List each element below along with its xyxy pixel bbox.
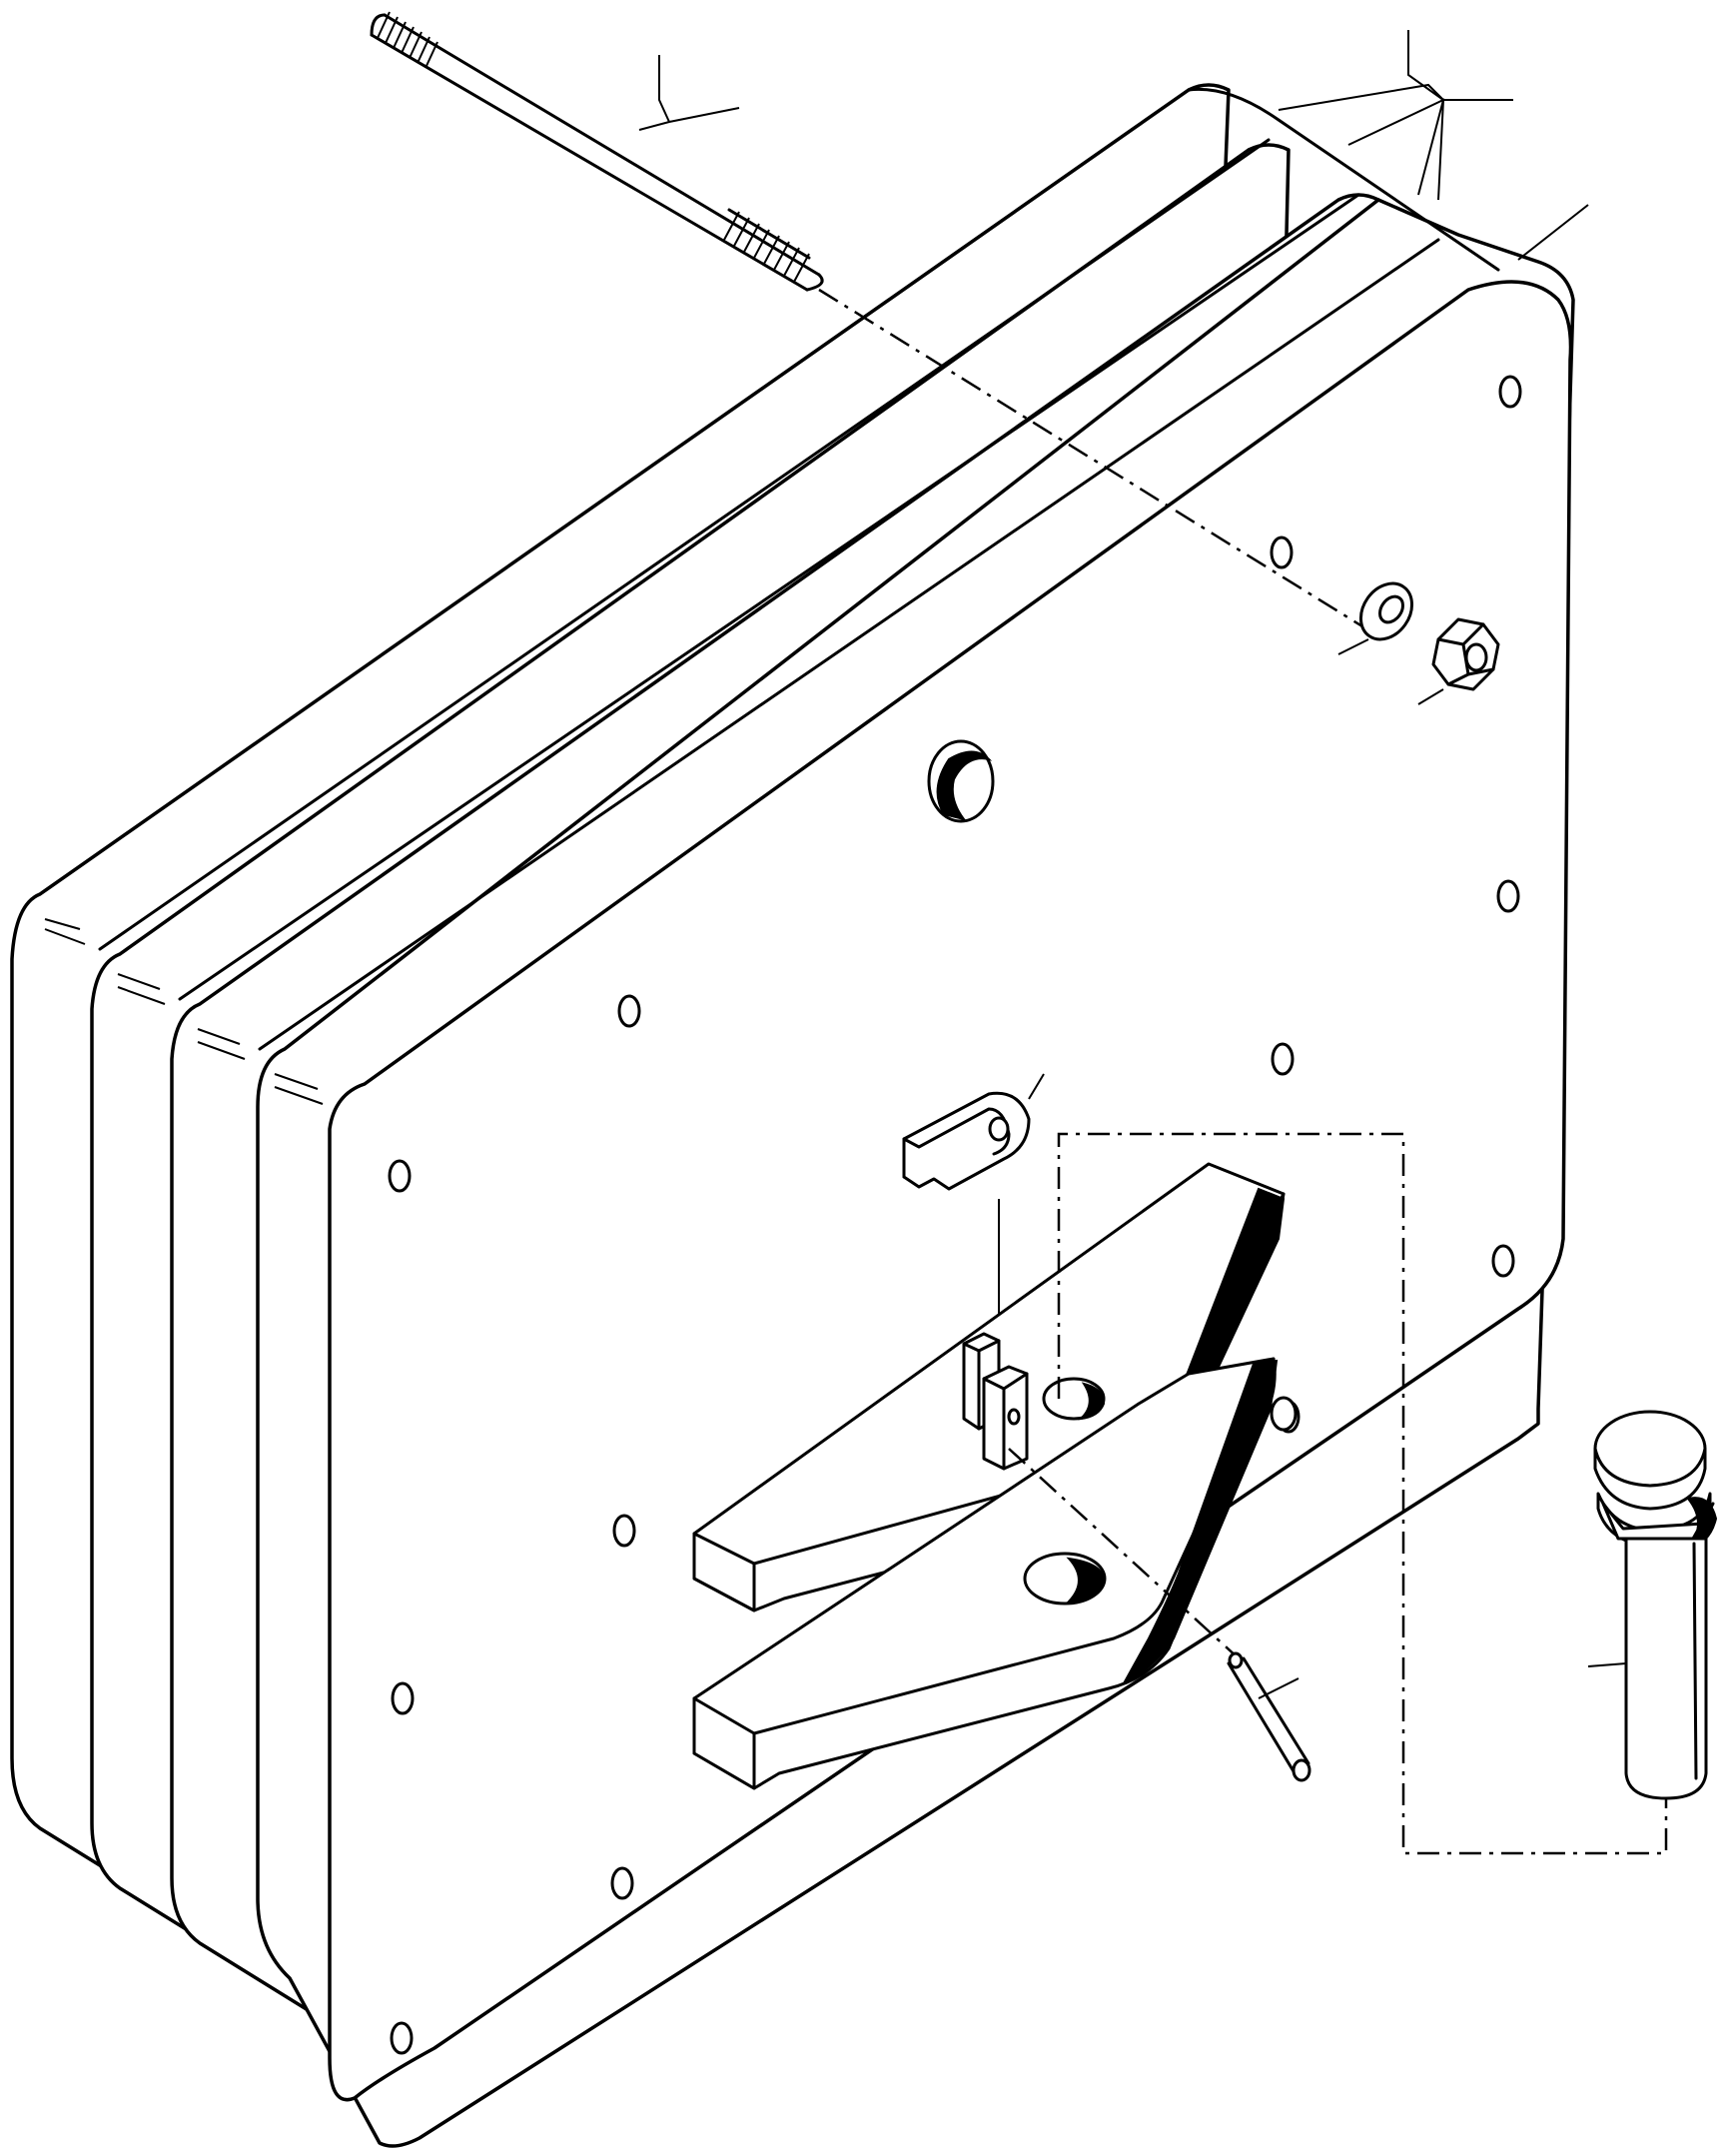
hole-icon xyxy=(1498,375,1522,409)
hex-nut xyxy=(1417,617,1500,705)
clevis-block xyxy=(902,1073,1045,1344)
hole-icon xyxy=(1496,879,1520,913)
lock-washer xyxy=(1337,581,1414,655)
hole-icon xyxy=(1271,1042,1295,1076)
hole-icon xyxy=(1491,1244,1515,1278)
hole-icon xyxy=(391,1681,415,1715)
pivot-pin xyxy=(1057,1132,1718,1855)
hole-icon xyxy=(612,1514,636,1548)
clevis-ears xyxy=(962,1332,1029,1471)
hole-icon xyxy=(390,2021,414,2055)
leaders-top xyxy=(638,30,1589,261)
plate-edges xyxy=(38,87,1500,1105)
hole-icon xyxy=(388,1159,412,1193)
stud-thread-top xyxy=(377,11,438,69)
hole-icon xyxy=(610,1866,634,1900)
stud-thread-bottom xyxy=(723,211,810,283)
stud-centerline xyxy=(818,288,1384,641)
hole-icon xyxy=(617,994,641,1028)
lower-jaw xyxy=(692,1357,1298,1790)
hole-icon xyxy=(1270,536,1294,569)
plate-stack xyxy=(10,83,1575,2148)
threaded-stud xyxy=(370,11,824,292)
roll-pin xyxy=(1008,1448,1311,1782)
